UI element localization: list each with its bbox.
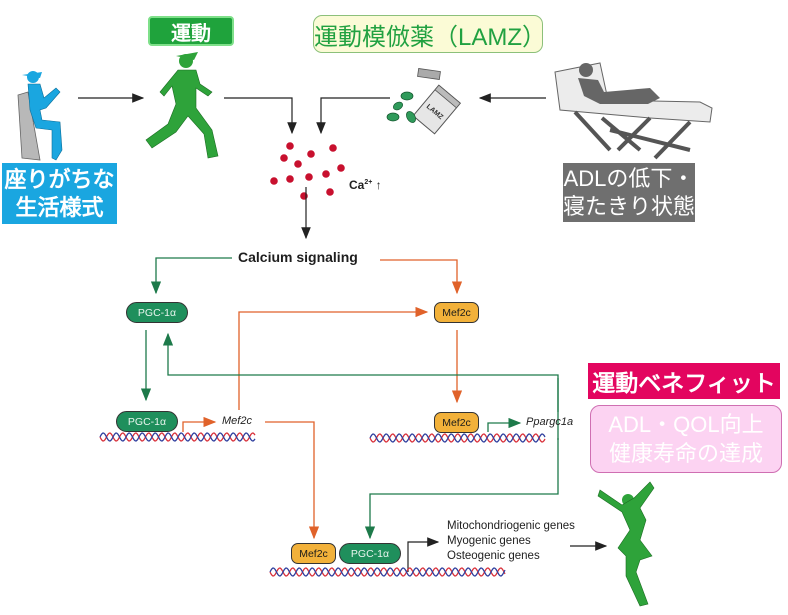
exercise-mimetic-label: 運動模倣薬（LAMZ） [313,15,546,53]
dna-strand [269,567,506,577]
sedentary-lifestyle-label: 座りがちな 生活様式 [2,163,117,224]
exercise-label: 運動 [148,16,234,46]
arrow-pgc-to-mef2c-gene [182,416,217,432]
calcium-ion-dot [300,192,308,200]
sedentary-line-1: 座りがちな [4,166,115,192]
calcium-ion-dot [329,144,337,152]
arrow-ppargc1a-to-bottom-pgc [364,438,559,540]
arrow-mef2c-gene-to-mef [238,306,429,410]
calcium-ion-dot [307,150,315,158]
ppargc1a-gene-label: Ppargc1a [526,416,574,428]
bedridden-label: ADLの低下・ 寝たきり状態 [563,163,695,222]
arrow-mef2c-gene-to-bottom-mef [265,421,320,540]
runner-icon [145,52,219,159]
bedridden-person-icon [554,62,713,160]
pgc1a-protein-bottom: PGC-1α [339,543,401,564]
outcome-line-1: ADL・QOL向上 [608,412,764,437]
mef2c-gene-label: Mef2c [222,415,252,427]
target-genes-list: Mitochondriogenic genes Myogenic genes O… [447,519,575,564]
arrow-complex-to-genes [407,537,440,572]
target-gene: Myogenic genes [447,535,531,547]
mef2c-protein-bottom: Mef2c [291,543,336,564]
mef2c-protein-top: Mef2c [434,302,479,323]
bedridden-line-2: 寝たきり状態 [563,193,696,219]
arrow-drug-to-calcium [316,97,390,135]
pgc1a-protein-top: PGC-1α [126,302,188,323]
target-gene: Osteogenic genes [447,550,540,562]
calcium-ion-dot [280,154,288,162]
calcium-ion-dot [270,177,278,185]
arrow-signaling-to-mef [380,259,463,295]
target-gene: Mitochondriogenic genes [447,520,575,532]
mef2c-protein-dna: Mef2c [434,412,479,433]
calcium-signaling-label: Calcium signaling [238,249,358,265]
calcium-ion-dot [305,173,313,181]
arrow-exercise-to-calcium [224,97,297,135]
dna-strand [99,432,256,442]
bedridden-line-1: ADLの低下・ [563,165,695,191]
sedentary-line-2: 生活様式 [15,194,104,220]
outcome-label: ADL・QOL向上 健康寿命の達成 [590,405,782,473]
calcium-ion-dot [326,188,334,196]
calcium-ions [270,142,345,200]
outcome-line-2: 健康寿命の達成 [608,441,763,466]
calcium-ion-dot [322,170,330,178]
calcium-label: Ca2+ ↑ [349,178,382,192]
dna-strand [369,433,546,443]
arrow-signaling-to-pgc [150,257,232,295]
calcium-ion-dot [286,142,294,150]
dna-strands [99,432,546,577]
arrow-mef-to-ppargc1a [487,417,522,432]
exercise-benefit-label: 運動ベネフィット [588,363,780,399]
sedentary-person-icon [17,71,63,161]
calcium-ion-dot [294,160,302,168]
drug-bottle-icon: LAMZ [386,68,461,135]
calcium-ion-dot [337,164,345,172]
pgc1a-protein-dna: PGC-1α [116,411,178,432]
jumping-person-icon [597,481,655,607]
calcium-ion-dot [286,175,294,183]
dna-strand [369,433,546,443]
